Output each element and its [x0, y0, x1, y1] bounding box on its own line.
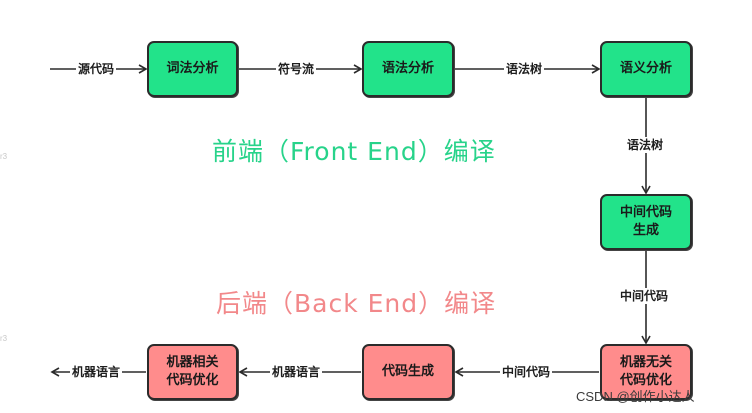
- ghost-mark: r3: [0, 334, 8, 343]
- backend-title: 后端（Back End）编译: [216, 289, 497, 318]
- edge-label-ir: 中间代码: [618, 288, 671, 304]
- node-machine-dependent-opt-label: 机器相关 代码优化: [166, 355, 219, 388]
- edge-label-syntax-tree: 语法树: [504, 61, 545, 77]
- node-syntax-analysis: 语法分析: [362, 41, 454, 97]
- node-semantic-analysis: 语义分析: [600, 41, 692, 97]
- node-lexical-analysis: 词法分析: [147, 41, 238, 97]
- node-machine-dependent-opt: 机器相关 代码优化: [147, 344, 238, 400]
- node-machine-independent-opt: 机器无关 代码优化: [600, 344, 692, 400]
- frontend-title: 前端（Front End）编译: [212, 137, 496, 166]
- node-ir-generation: 中间代码 生成: [600, 194, 692, 250]
- edge-label-machine-language: 机器语言: [270, 364, 323, 380]
- node-code-generation: 代码生成: [362, 344, 454, 400]
- edge-label-source-code: 源代码: [76, 61, 117, 77]
- edge-label-syntax-tree: 语法树: [625, 137, 666, 153]
- node-machine-independent-opt-label: 机器无关 代码优化: [619, 355, 672, 388]
- edge-label-machine-language: 机器语言: [70, 364, 123, 380]
- edge-label-ir: 中间代码: [500, 364, 553, 380]
- ghost-mark: r3: [0, 152, 8, 161]
- watermark: CSDN @创作小达人: [576, 389, 695, 404]
- node-ir-generation-label: 中间代码 生成: [619, 205, 672, 238]
- edge-label-token-stream: 符号流: [276, 61, 317, 77]
